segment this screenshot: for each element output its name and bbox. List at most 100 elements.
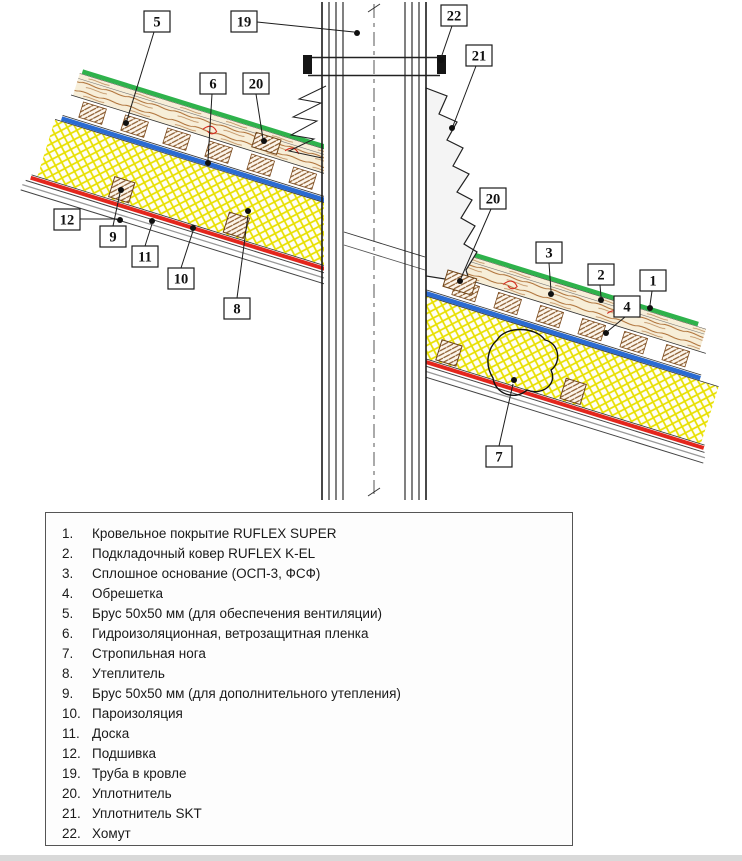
legend-item-number: 10.	[62, 706, 81, 721]
callout-5: 5	[123, 10, 171, 126]
svg-text:2: 2	[597, 268, 604, 284]
right-roof-assembly	[426, 236, 719, 464]
insulation-brus	[559, 377, 587, 406]
legend-item: 8. Утеплитель	[62, 664, 562, 684]
page-bottom-edge	[0, 855, 742, 861]
legend-item-number: 5.	[62, 606, 74, 621]
callout-8: 8	[223, 208, 251, 320]
svg-text:11: 11	[138, 250, 152, 266]
svg-text:9: 9	[109, 230, 116, 246]
svg-text:20: 20	[249, 77, 264, 93]
legend-item-number: 9.	[62, 686, 74, 701]
wind-film-layer	[426, 284, 701, 381]
legend-item-text: Брус 50х50 мм (для дополнительного утепл…	[92, 686, 401, 701]
legend-item-text: Гидроизоляционная, ветрозащитная пленка	[92, 626, 369, 641]
legend-item: 10. Пароизоляция	[62, 704, 562, 724]
layer-guide-line	[343, 244, 426, 271]
pipe-clamp	[303, 55, 446, 77]
callout-20-right: 20	[457, 187, 507, 284]
legend-item-number: 11.	[62, 726, 80, 741]
legend-item-text: Подшивка	[92, 746, 157, 761]
legend-item-text: Пароизоляция	[92, 706, 183, 721]
svg-text:1: 1	[649, 274, 656, 290]
legend-item: 1. Кровельное покрытие RUFLEX SUPER	[62, 524, 562, 544]
svg-text:21: 21	[472, 49, 487, 65]
legend-item-number: 7.	[62, 646, 74, 661]
legend-item-text: Уплотнитель SKT	[92, 806, 202, 821]
legend-item: 4. Обрешетка	[62, 584, 562, 604]
legend-item: 3. Сплошное основание (ОСП-3, ФСФ)	[62, 564, 562, 584]
legend-item-number: 2.	[62, 546, 74, 561]
callout-3: 3	[535, 241, 563, 297]
insulation-layer	[426, 290, 719, 444]
legend-item-text: Утеплитель	[92, 666, 165, 681]
callout-11: 11	[131, 218, 159, 268]
svg-text:7: 7	[495, 450, 502, 466]
left-seal-piece	[251, 131, 282, 156]
legend-item: 6. Гидроизоляционная, ветрозащитная плен…	[62, 624, 562, 644]
svg-text:22: 22	[447, 9, 462, 25]
callout-19: 19	[230, 10, 360, 36]
legend-item-text: Сплошное основание (ОСП-3, ФСФ)	[92, 566, 321, 581]
roof-section-diagram: 5 19 22 21 6 20 12 9 11	[20, 2, 719, 500]
legend-item-text: Уплотнитель	[92, 786, 172, 801]
insulation-layer	[37, 119, 324, 270]
vapor-barrier-layer	[30, 175, 324, 275]
svg-text:6: 6	[209, 77, 216, 93]
legend-item-number: 8.	[62, 666, 74, 681]
chimney-pipe	[321, 2, 427, 500]
legend-item-number: 1.	[62, 526, 74, 541]
callout-22: 22	[438, 4, 468, 63]
callout-9: 9	[99, 187, 127, 248]
legend-item: 19. Труба в кровле	[62, 764, 562, 784]
legend-item-number: 3.	[62, 566, 74, 581]
skt-stepped-seal	[425, 87, 478, 284]
callout-2: 2	[587, 263, 615, 303]
legend-item: 9. Брус 50х50 мм (для дополнительного ут…	[62, 684, 562, 704]
svg-text:8: 8	[233, 302, 240, 318]
legend-item-number: 12.	[62, 746, 81, 761]
legend-item-number: 4.	[62, 586, 74, 601]
left-roof-assembly	[20, 69, 324, 287]
legend-item-text: Хомут	[92, 826, 131, 841]
legend-item: 11. Доска	[62, 724, 562, 744]
legend-item: 21. Уплотнитель SKT	[62, 804, 562, 824]
svg-text:12: 12	[60, 213, 75, 229]
legend-item-text: Стропильная нога	[92, 646, 206, 661]
legend-item: 22. Хомут	[62, 824, 562, 844]
left-zigzag-seal	[287, 85, 327, 159]
legend-item-text: Обрешетка	[92, 586, 164, 601]
rafter-outline	[487, 328, 559, 396]
callout-12: 12	[53, 208, 123, 231]
legend-item-text: Подкладочный ковер RUFLEX K-EL	[92, 546, 316, 561]
callout-10: 10	[167, 225, 196, 290]
svg-text:20: 20	[486, 192, 501, 208]
callout-20-left: 20	[242, 72, 270, 144]
legend-item: 2. Подкладочный ковер RUFLEX K-EL	[62, 544, 562, 564]
callout-21: 21	[449, 44, 493, 131]
legend-item: 12. Подшивка	[62, 744, 562, 764]
callout-1: 1	[639, 269, 667, 311]
legend-item-number: 21.	[62, 806, 81, 821]
vapor-barrier-layer	[426, 347, 705, 450]
legend-item-text: Доска	[92, 726, 130, 741]
svg-text:19: 19	[237, 15, 252, 31]
callout-4: 4	[603, 295, 641, 336]
legend-item-number: 19.	[62, 766, 81, 781]
legend-item-text: Труба в кровле	[92, 766, 187, 781]
roof-covering-layer	[81, 69, 324, 164]
legend-box: 1. Кровельное покрытие RUFLEX SUPER 2. П…	[45, 512, 573, 846]
legend-item-number: 22.	[62, 826, 81, 841]
legend-item-number: 20.	[62, 786, 81, 801]
legend-item-text: Брус 50х50 мм (для обеспечения вентиляци…	[92, 606, 382, 621]
callout-7: 7	[485, 377, 517, 468]
clamp-bolt	[437, 55, 446, 74]
svg-text:5: 5	[153, 15, 160, 31]
svg-text:4: 4	[623, 300, 630, 316]
insulation-brus	[435, 339, 463, 367]
clamp-bolt	[303, 55, 312, 74]
legend-item: 20. Уплотнитель	[62, 784, 562, 804]
svg-text:3: 3	[545, 246, 552, 262]
legend-item-text: Кровельное покрытие RUFLEX SUPER	[92, 526, 337, 541]
